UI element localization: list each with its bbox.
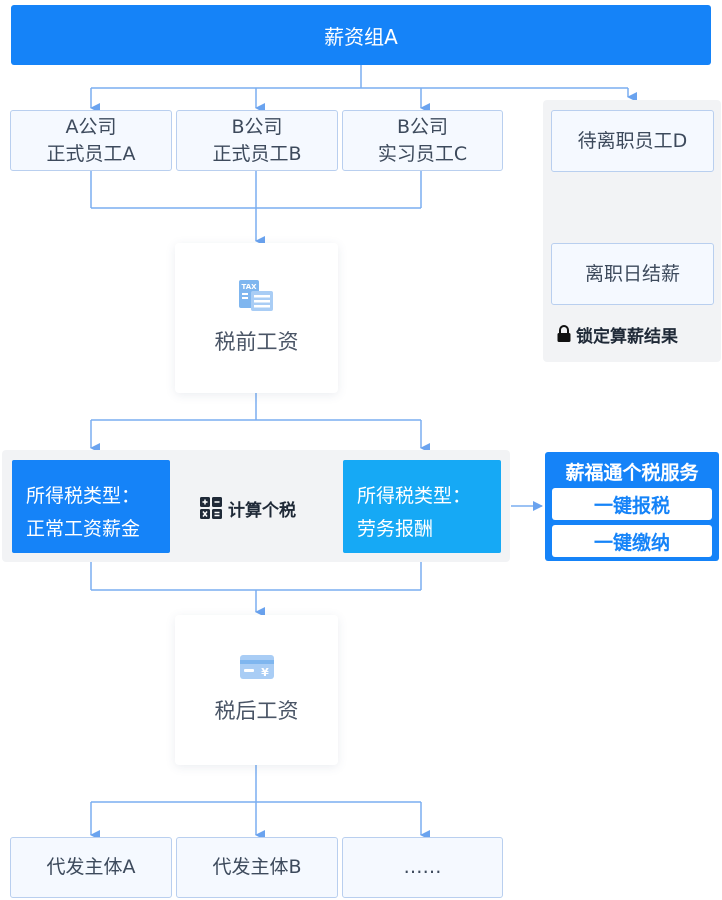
tax-type-label: 所得税类型： [26,485,141,507]
employee-card[interactable]: B公司 正式员工B [176,110,338,171]
svg-text:TAX: TAX [241,283,257,291]
employee-company: B公司 [396,115,449,138]
employee-card[interactable]: B公司 实习员工C [342,110,503,171]
lock-result-label: 锁定算薪结果 [576,326,678,347]
calculate-tax-label: 计算个税 [228,500,296,521]
one-click-file-tax-button[interactable]: 一键报税 [552,488,712,520]
payer-card-more[interactable]: …… [342,837,503,898]
payer-card[interactable]: 代发主体B [176,837,338,898]
lock-result-row: 锁定算薪结果 [556,322,716,347]
tax-service-panel: 薪福通个税服务 一键报税 一键缴纳 [545,452,719,561]
employee-name: 正式员工B [212,142,302,165]
employee-card[interactable]: A公司 正式员工A [10,110,172,171]
calculator-icon [200,497,222,519]
employee-company: B公司 [231,115,283,138]
employee-name: 实习员工C [377,142,468,165]
termination-pay-card[interactable]: 离职日结薪 [551,243,714,305]
tax-type-salary-card[interactable]: 所得税类型： 正常工资薪金 [12,460,170,553]
tax-document-icon: TAX [238,280,273,311]
svg-text:¥: ¥ [261,666,269,679]
payer-card[interactable]: 代发主体A [10,837,172,898]
pre-tax-salary-label: 税前工资 [214,330,299,354]
more-payers-ellipsis: …… [403,856,442,878]
after-tax-salary-card[interactable]: ¥ 税后工资 [175,615,338,765]
pre-tax-salary-card[interactable]: TAX 税前工资 [175,243,338,393]
tax-type-label: 所得税类型： [357,485,472,507]
tax-type-value: 劳务报酬 [357,518,434,540]
payer-label: 代发主体A [46,856,136,878]
payment-card-icon: ¥ [239,655,274,679]
tax-type-labor-card[interactable]: 所得税类型： 劳务报酬 [343,460,501,553]
leaving-employee-card[interactable]: 待离职员工D [551,110,714,172]
salary-group-header[interactable]: 薪资组A [11,5,711,65]
tax-type-value: 正常工资薪金 [26,518,141,540]
lock-icon [557,325,571,342]
calculate-tax-row: 计算个税 [200,495,340,521]
one-click-pay-tax-button[interactable]: 一键缴纳 [552,525,712,557]
leaving-employee-name: 待离职员工D [577,129,688,152]
termination-pay-label: 离职日结薪 [584,262,680,285]
employee-company: A公司 [65,115,117,138]
after-tax-salary-label: 税后工资 [214,699,299,723]
tax-service-title: 薪福通个税服务 [565,462,699,484]
payer-label: 代发主体B [212,856,302,878]
salary-group-title: 薪资组A [324,24,398,49]
employee-name: 正式员工A [46,142,136,165]
